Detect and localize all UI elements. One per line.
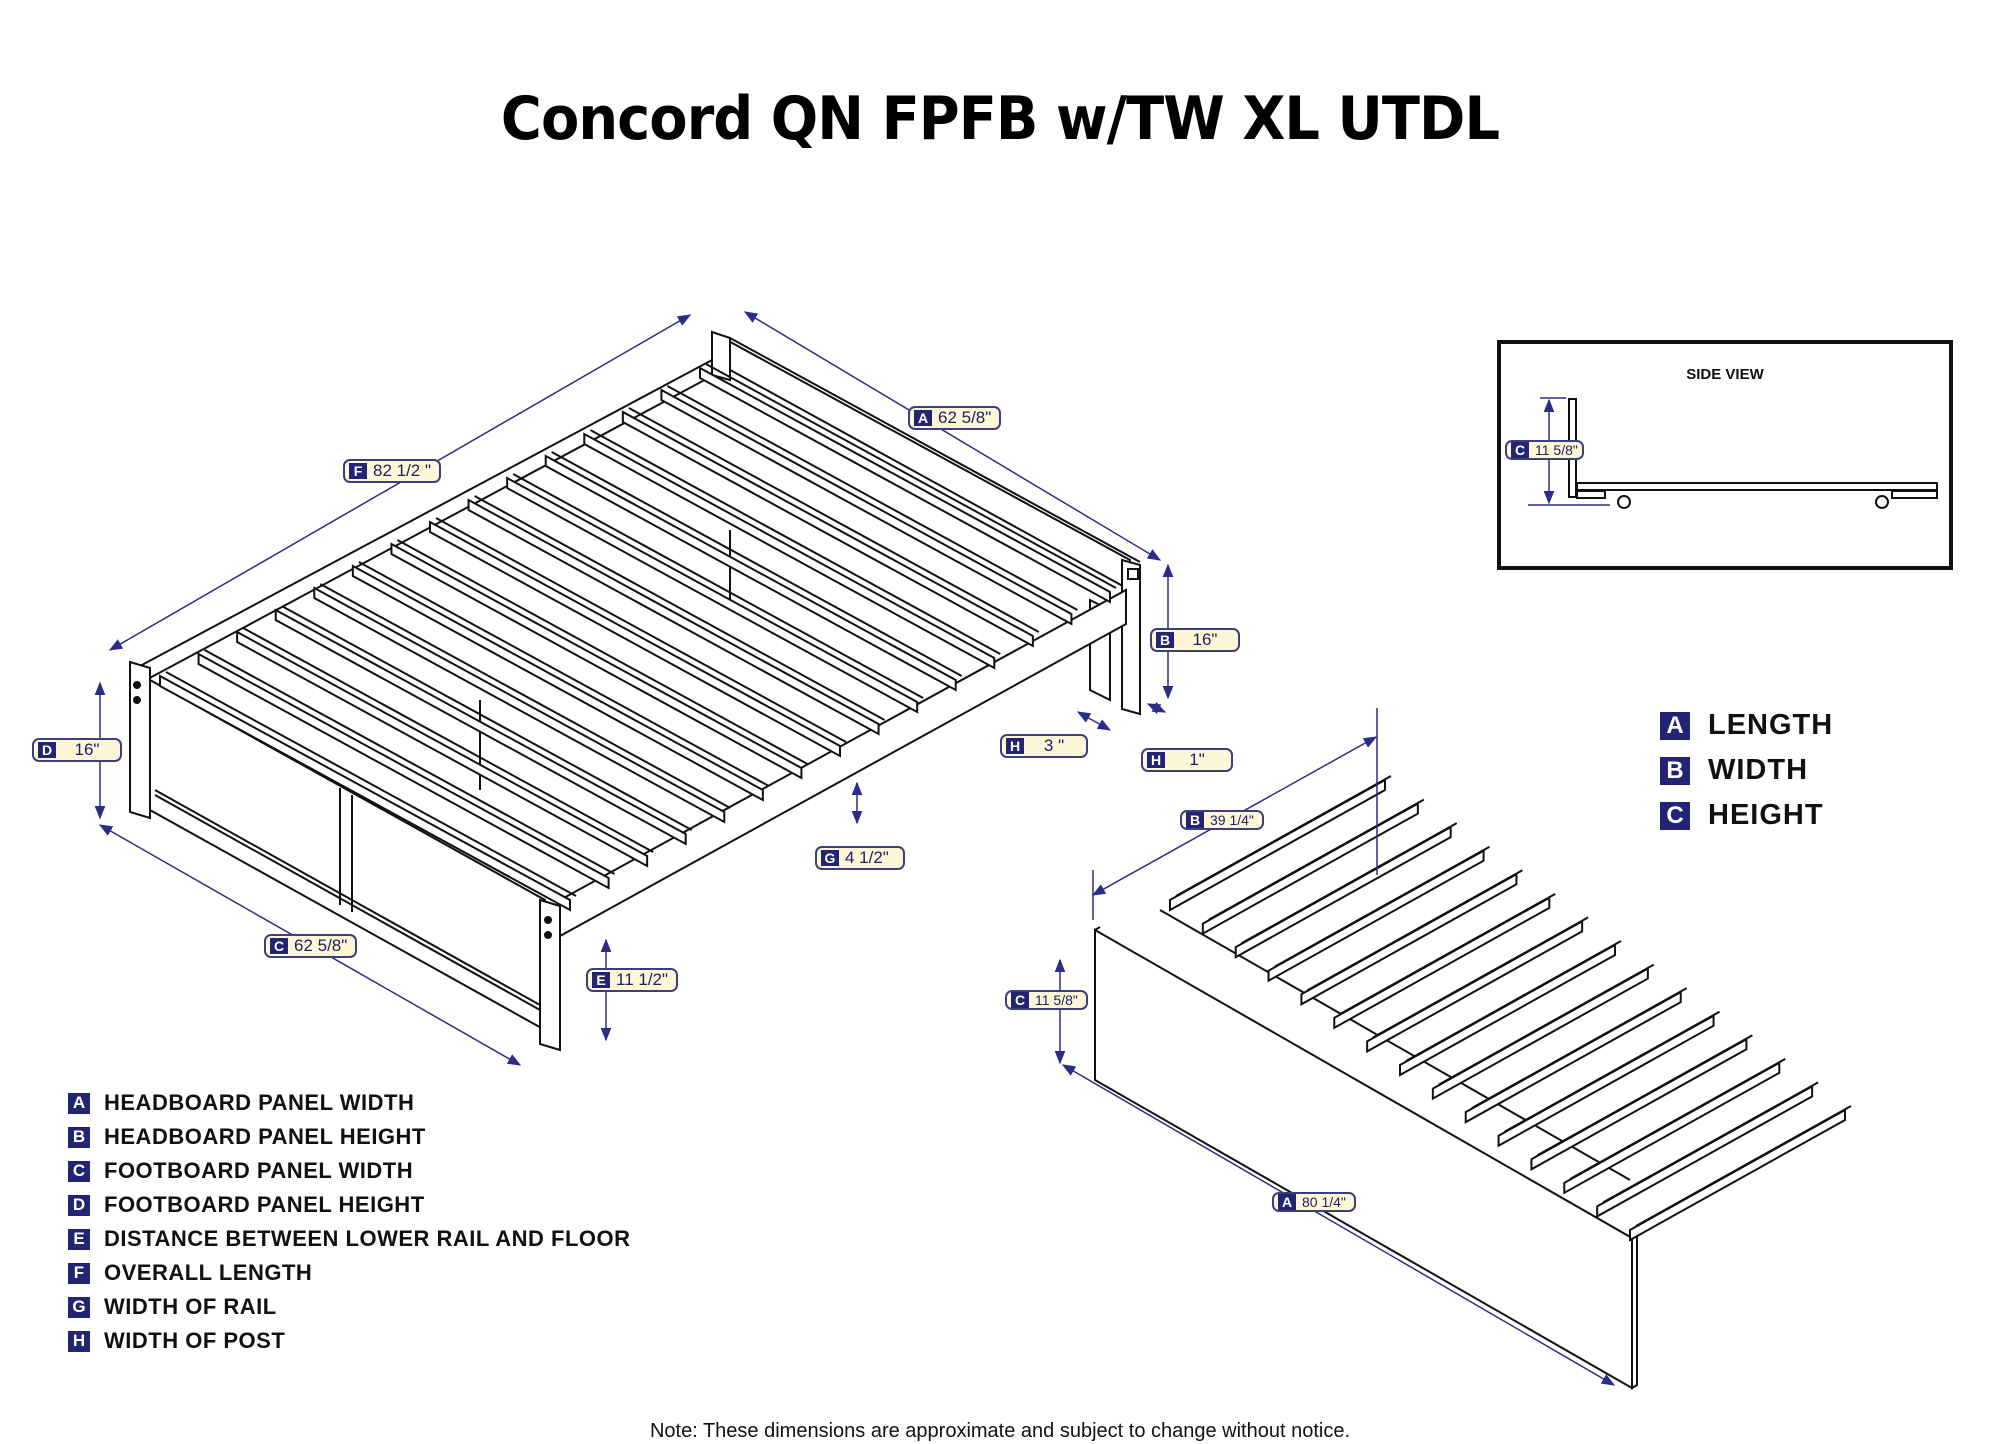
slat-edge: [1602, 1081, 1819, 1204]
side-view-title: SIDE VIEW: [1686, 366, 1764, 383]
diagram-title: Concord QN FPFB w/TW XL UTDL: [500, 84, 1500, 154]
slat-edge: [1306, 869, 1523, 992]
disclaimer-note: Note: These dimensions are approximate a…: [649, 1420, 1351, 1442]
slat-edge: [1405, 940, 1622, 1062]
headboard-post-right: [1121, 558, 1141, 716]
slat-edge: [204, 649, 616, 875]
slat-edge: [242, 627, 654, 853]
slat-edge: [1339, 892, 1556, 1015]
slat-edge: [705, 363, 1117, 589]
side-view-panel: SIDE VIEW: [1497, 340, 1953, 570]
slat-edge: [1372, 916, 1589, 1039]
slat-edge: [1635, 1105, 1852, 1227]
slat-edge: [1274, 845, 1491, 968]
